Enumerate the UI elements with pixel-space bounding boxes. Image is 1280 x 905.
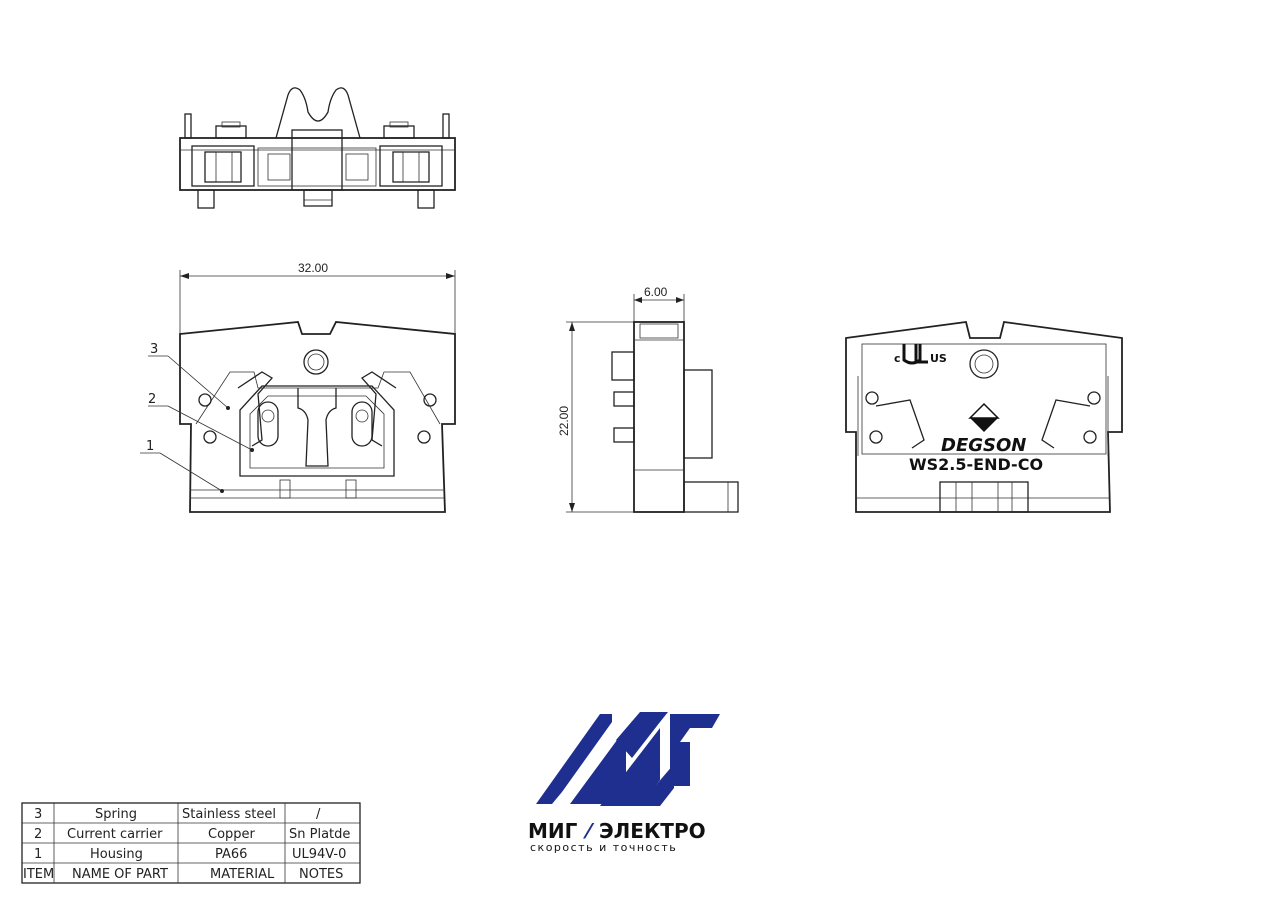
logo-name-right: ЭЛЕКТРО: [599, 819, 706, 843]
top-view: [179, 87, 456, 209]
company-logo: МИГ ⁄ ЭЛЕКТРО скорость и точность: [528, 712, 720, 854]
part-number: WS2.5-END-CO: [909, 455, 1043, 474]
bom-table: 3 Spring Stainless steel / 2 Current car…: [21, 802, 361, 884]
side-view: 6.00 22.00: [557, 285, 739, 513]
callout-2: 2: [148, 392, 156, 407]
bom-row-1-item: 3: [34, 807, 42, 822]
bom-row-1-notes: /: [316, 807, 321, 822]
mig-logo-icon: [536, 712, 720, 806]
dimension-height: 22.00: [557, 406, 571, 436]
front-view: 32.00: [140, 261, 456, 513]
cert-mark-c: c: [894, 352, 901, 365]
bom-row-3-name: Housing: [90, 847, 143, 862]
bom-row-2-name: Current carrier: [67, 827, 163, 842]
logo-slash: ⁄: [583, 819, 595, 843]
bom-row-2-item: 2: [34, 827, 42, 842]
bom-row-2-notes: Sn Platde: [289, 827, 350, 842]
bom-header-material: MATERIAL: [210, 867, 275, 882]
bom-header-name: NAME OF PART: [72, 867, 168, 882]
bom-row-1-material: Stainless steel: [182, 807, 276, 822]
marking-view: c US DEGSON WS2.5-END-CO: [845, 320, 1123, 513]
logo-name-left: МИГ: [528, 819, 578, 843]
brand-name: DEGSON: [941, 435, 1026, 456]
bom-row-3-item: 1: [34, 847, 42, 862]
callout-3: 3: [150, 342, 158, 357]
logo-tagline: скорость и точность: [530, 841, 677, 854]
dimension-width: 32.00: [298, 261, 328, 275]
callout-1: 1: [146, 439, 154, 454]
cert-mark-us: US: [930, 352, 947, 365]
bom-header-item: ITEM: [23, 867, 54, 882]
bom-row-3-material: PA66: [215, 847, 247, 862]
ul-mark-icon: [902, 344, 928, 365]
bom-row-3-notes: UL94V-0: [292, 847, 346, 862]
degson-logo-icon: [968, 402, 1000, 432]
bom-row-2-material: Copper: [208, 827, 256, 842]
bom-header-notes: NOTES: [299, 867, 343, 882]
dimension-depth: 6.00: [644, 285, 668, 299]
bom-row-1-name: Spring: [95, 807, 137, 822]
